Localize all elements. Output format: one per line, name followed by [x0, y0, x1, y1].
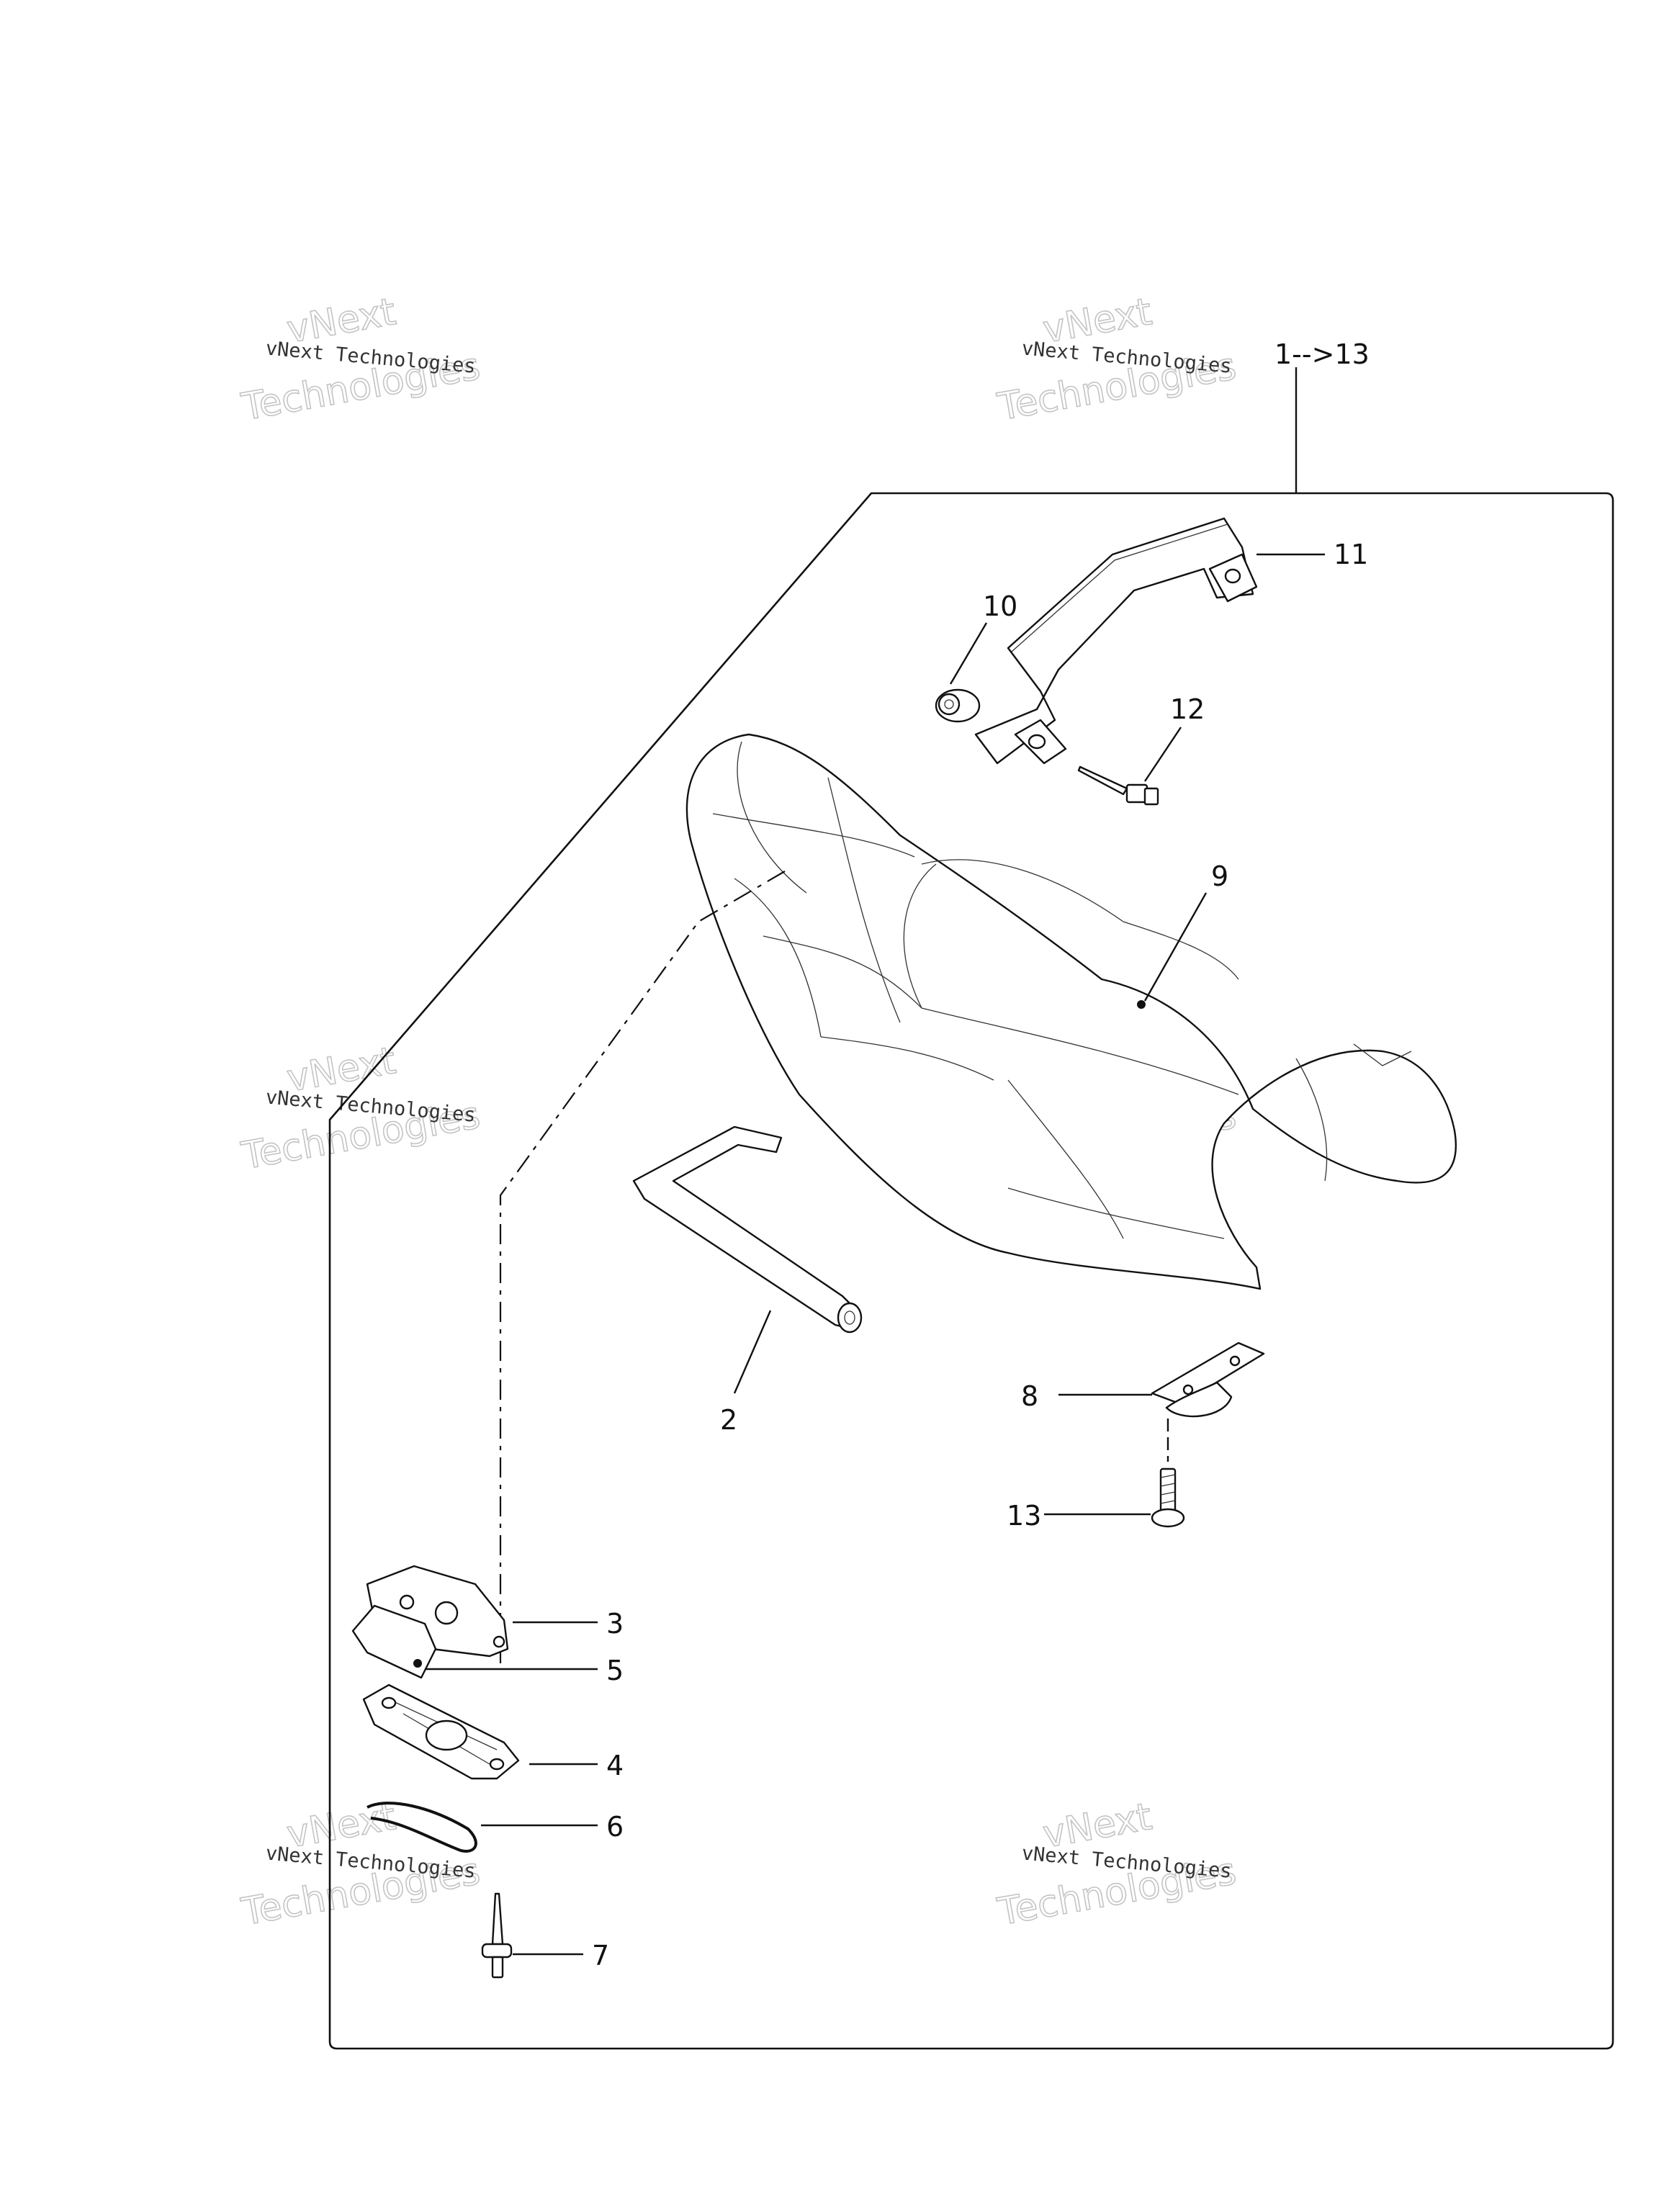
callout-leaders	[425, 553, 1325, 1956]
grab-handle	[974, 517, 1258, 765]
diagram-title: 1-->13	[1274, 338, 1370, 370]
latch-plate	[351, 1565, 509, 1679]
callout-6: 6	[606, 1811, 624, 1843]
callout-11: 11	[1334, 539, 1368, 570]
cable	[367, 1802, 477, 1853]
rod-leader	[733, 1310, 772, 1394]
bracket	[1151, 1341, 1265, 1418]
watermark-3: vNext Technologies vNext Technologies	[238, 1038, 484, 1179]
callout-5: 5	[606, 1655, 624, 1686]
seat-callout-dot	[1137, 1000, 1146, 1009]
assembly-frame	[328, 492, 1614, 2050]
dashed-leader	[499, 871, 786, 1663]
rivet-bottom	[481, 1892, 513, 1979]
callout-4: 4	[606, 1750, 624, 1781]
rivet-top	[1077, 765, 1159, 806]
watermark-2: vNext Technologies vNext Technologies	[994, 289, 1240, 430]
callout-10: 10	[983, 590, 1017, 622]
latch-base	[362, 1683, 520, 1780]
seat-rod	[632, 1125, 863, 1334]
watermark-1: vNext Technologies vNext Technologies	[238, 289, 484, 430]
callout-9: 9	[1211, 860, 1228, 892]
watermark-6: vNext Technologies vNext Technologies	[994, 1794, 1240, 1935]
screw	[1151, 1467, 1185, 1528]
callout-13: 13	[1007, 1500, 1041, 1532]
callout-3: 3	[606, 1608, 624, 1640]
seat	[685, 733, 1457, 1290]
callout-8: 8	[1021, 1380, 1038, 1412]
bushing	[935, 688, 981, 723]
callout-labels: 2 3 4 5 6 7 8 9 10 11 12 13	[592, 539, 1368, 1972]
callout-12: 12	[1170, 693, 1205, 725]
callout-2: 2	[720, 1404, 737, 1436]
callout-7: 7	[592, 1940, 609, 1972]
